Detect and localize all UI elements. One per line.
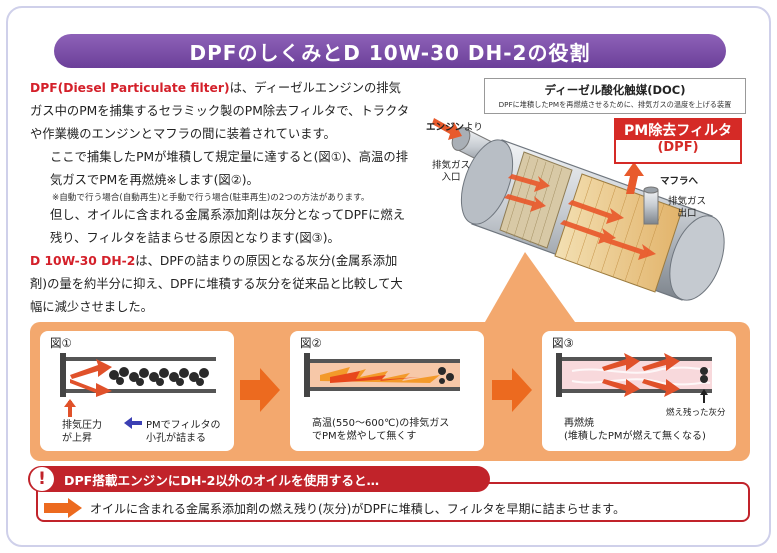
engine-label-bold: エンジン [426,122,465,133]
figure-2-panel: 図② 高温(550〜600℃)の排気ガスでPMを燃やして無くす [290,331,484,451]
figure-3-drawing [556,353,712,403]
doc-callout: ディーゼル酸化触媒(DOC) DPFに堆積したPMを再燃焼させるために、排気ガス… [484,78,746,114]
figure-1-note-pressure-line2: が上昇 [62,433,92,444]
figure-1-note-clog-line1: PMでフィルタの [146,420,221,431]
figure-arrow-1 [240,368,280,412]
muffler-label: マフラへ [660,176,699,187]
dpf-callout-subtitle: (DPF) [657,140,699,155]
figure-1-drawing [60,353,216,429]
outlet-label: 排気ガス出口 [668,196,706,220]
figure-arrow-2 [492,368,532,412]
figure-2-drawing [304,353,460,397]
warning-message: オイルに含まれる金属系添加剤の燃え残り(灰分)がDPFに堆積し、フィルタを早期に… [90,502,626,516]
inlet-label-line2: 入口 [441,172,461,183]
dpf-illustration: ディーゼル酸化触媒(DOC) DPFに堆積したPMを再燃焼させるために、排気ガス… [412,78,762,318]
warning-title: DPF搭載エンジンにDH-2以外のオイルを使用すると… [64,472,380,488]
page-title: DPFのしくみとD 10W-30 DH-2の役割 [189,40,591,65]
intro-paragraph-2: ここで捕集したPMが堆積して規定量に達すると(図①)、高温の排気ガスでPMを再燃… [50,150,408,187]
doc-title: ディーゼル酸化触媒(DOC) [544,83,686,97]
intro-p4-text: は、DPFの詰まりの原因となる灰分(金属系添加剤)の量を約半分に抑え、DPFに堆… [30,254,403,314]
figure-1-note-clog: PMでフィルタの小孔が詰まる [146,419,220,445]
product-term: D 10W-30 DH-2 [30,254,136,268]
right-arrow-icon [44,498,82,518]
figure-1-title: 図① [50,336,72,350]
doc-subtitle: DPFに堆積したPMを再燃焼させるために、排気ガスの温度を上げる装置 [498,100,732,109]
figure-2-note-line2: でPMを燃やして無くす [312,431,417,442]
exclamation-icon: ! [30,467,54,491]
dpf-cylinder-drawing [432,118,725,301]
intro-paragraph-3: 但し、オイルに含まれる金属系添加剤は灰分となってDPFに燃え残り、フィルタを詰ま… [50,208,405,245]
outlet-label-line1: 排気ガス [668,196,707,207]
intro-note: ※自動で行う場合(自動再生)と手動で行う場合(駐車再生)の2つの方法があります。 [52,193,370,203]
outlet-label-line2: 出口 [677,208,697,219]
intro-paragraph-4: D 10W-30 DH-2は、DPFの詰まりの原因となる灰分(金属系添加剤)の量… [30,250,410,319]
dpf-callout-title: PM除去フィルタ [616,120,740,140]
figure-1-note-pressure-line1: 排気圧力 [62,420,102,431]
engine-label-suffix: より [464,122,483,133]
dpf-term: DPF(Diesel Particulate filter) [30,81,230,95]
engine-label: エンジンより [426,122,483,134]
figure-2-note-line1: 高温(550〜600℃)の排気ガス [312,418,450,429]
intro-paragraph-1: DPF(Diesel Particulate filter)は、ディーゼルエンジ… [30,77,410,146]
inlet-label-line1: 排気ガス [432,160,471,171]
warning-bar: ! DPF搭載エンジンにDH-2以外のオイルを使用すると… [28,466,490,492]
figure-3-note-line2: (堆積したPMが燃えて無くなる) [564,431,706,442]
inlet-label: 排気ガス入口 [432,160,470,184]
figure-3-title: 図③ [552,336,574,350]
intro-p1-text: は、ディーゼルエンジンの排気ガス中のPMを捕集するセラミック製のPM除去フィルタ… [30,81,410,141]
title-banner: DPFのしくみとD 10W-30 DH-2の役割 [54,34,726,68]
intro-text: DPF(Diesel Particulate filter)は、ディーゼルエンジ… [30,77,410,319]
figure-2-title: 図② [300,336,322,350]
figure-3-panel: 図③ 燃え残った灰分 再燃焼 (堆積したPMが燃えて無くなる) [542,331,736,451]
dpf-callout: PM除去フィルタ (DPF) [614,118,742,164]
figure-1-note-clog-line2: 小孔が詰まる [146,433,206,444]
figure-3-note: 再燃焼 (堆積したPMが燃えて無くなる) [564,417,706,443]
figure-1-panel: 図① 排気圧力が上昇 PMでフィルタの小孔が詰まる [40,331,234,451]
figure-3-ash-label: 燃え残った灰分 [666,408,726,418]
figure-2-note: 高温(550〜600℃)の排気ガスでPMを燃やして無くす [312,417,449,443]
figure-1-note-pressure: 排気圧力が上昇 [62,419,102,445]
figure-3-note-line1: 再燃焼 [564,418,594,429]
